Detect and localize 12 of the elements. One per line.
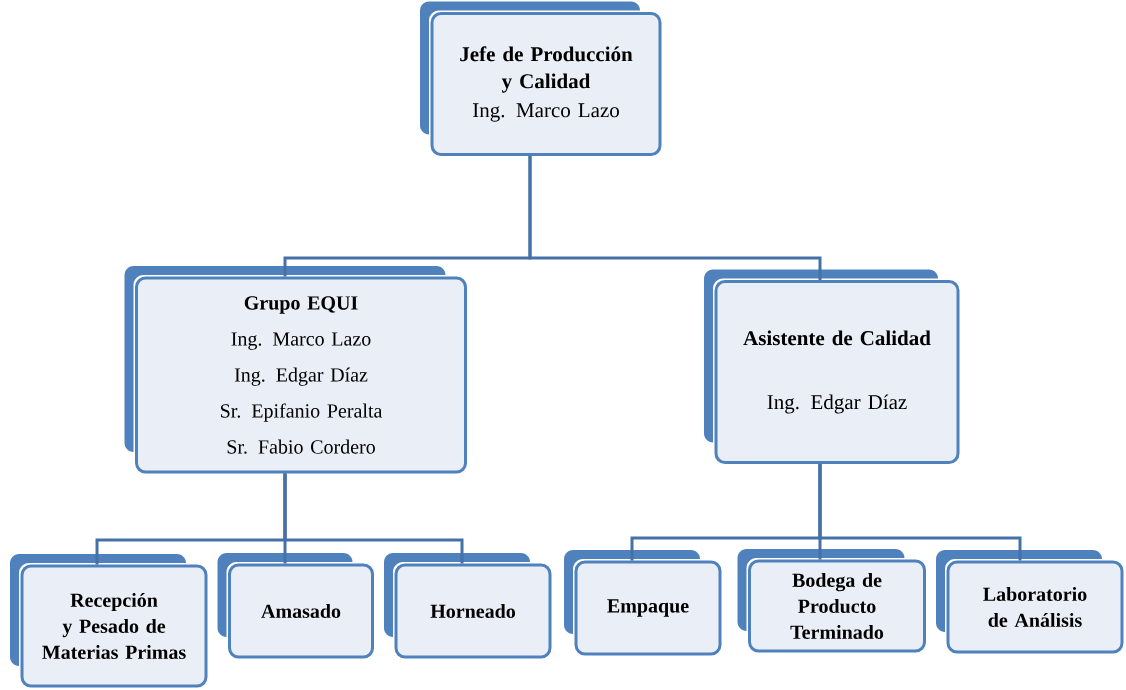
org-box: Jefe de Producción y Calidad Ing. Marco Lazo	[420, 1, 663, 158]
org-box: Asistente de Calidad Ing. Edgar Díaz	[704, 269, 961, 466]
org-box: Amasado	[217, 553, 376, 660]
connector-line	[528, 156, 822, 280]
org-box: Horneado	[384, 553, 553, 660]
org-box: Empaque	[564, 550, 723, 657]
org-box: Grupo EQUI Ing. Marco Lazo Ing. Edgar Díaz Sr. Epifanio Peralta Sr. Fabio Cordero	[124, 266, 469, 475]
connector-line	[818, 464, 1022, 561]
org-box: Laboratorio de Análisis	[936, 550, 1125, 655]
org-box: Bodega de Producto Terminado	[737, 549, 928, 654]
connector-line	[283, 473, 464, 564]
org-box: Recepción y Pesado de Materias Primas	[10, 554, 209, 689]
